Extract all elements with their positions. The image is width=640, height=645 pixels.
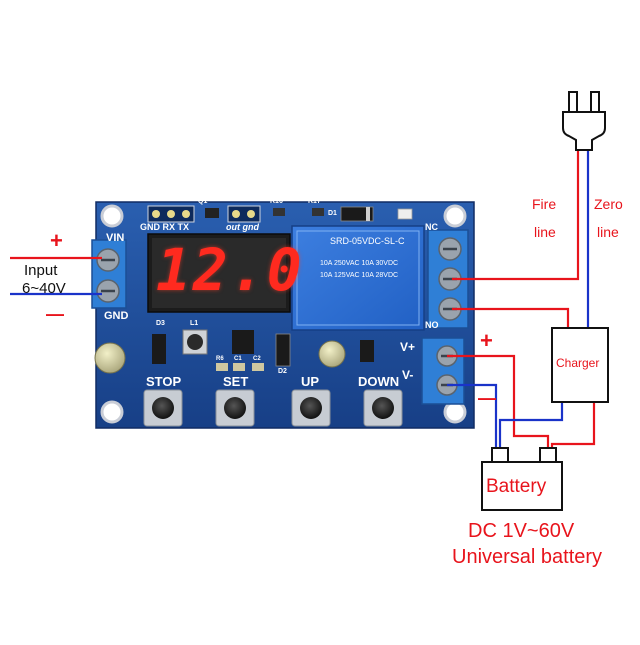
wires: [10, 150, 596, 448]
button-down-label: DOWN: [358, 374, 400, 389]
battery-icon: [481, 447, 563, 511]
relay: [291, 225, 425, 331]
c2-label: C2: [253, 356, 261, 362]
d3-label: D3: [156, 320, 165, 327]
vminus-to-battery-wire: [447, 383, 498, 448]
vminus-label: V-: [402, 368, 414, 382]
q1-label: Q1: [198, 198, 208, 205]
input-title: Input: [24, 262, 58, 279]
no-label: NO: [425, 320, 439, 330]
r17-label: R17: [308, 198, 321, 205]
header-label: GND RX TX: [140, 222, 190, 232]
smd-c2: [252, 363, 264, 371]
diode-d2: [275, 333, 291, 367]
zero-line-label-1: Zero: [594, 196, 623, 212]
charger-minus-wire: [498, 402, 564, 448]
serial-header: [147, 205, 261, 223]
relay-model: SRD-05VDC-SL-C: [330, 236, 405, 246]
c1-label: C1: [234, 356, 242, 362]
diode-d1: [340, 206, 374, 222]
mains-plug-icon: [562, 91, 606, 151]
input-plus-sign: +: [50, 228, 63, 253]
led: [397, 208, 413, 220]
vplus-label: V+: [400, 340, 416, 354]
relay-terminal-block: [427, 229, 469, 329]
diode-d3: [152, 334, 166, 364]
input-minus-sign: —: [46, 304, 64, 324]
charger-box: [551, 327, 609, 403]
relay-rating-1: 10A 250VAC 10A 30VDC: [320, 260, 399, 267]
vin-label: VIN: [106, 232, 125, 244]
d2-label: D2: [278, 368, 287, 375]
output-terminal-block: [421, 337, 465, 405]
display-value: 12.0: [156, 236, 304, 304]
battery-label: Battery: [486, 476, 547, 497]
buttons-row: [143, 389, 403, 427]
resistor-r17: [312, 208, 324, 216]
button-stop-label: STOP: [146, 374, 182, 389]
out-gnd-label: out gnd: [226, 222, 259, 232]
mounting-holes: [100, 204, 467, 424]
gnd-label: GND: [104, 310, 129, 322]
button-set-label: SET: [223, 374, 249, 389]
transistor: [360, 340, 374, 362]
l1-label: L1: [190, 320, 199, 327]
charger-label: Charger: [556, 356, 600, 370]
ic-chip: [232, 330, 254, 354]
button-up-label: UP: [301, 374, 320, 389]
fire-line-label-1: Fire: [532, 196, 557, 212]
capacitor-left: [94, 342, 126, 374]
nc-label: NC: [425, 222, 438, 232]
resistor-r16: [273, 208, 285, 216]
relay-rating-2: 10A 125VAC 10A 28VDC: [320, 272, 399, 279]
relay-to-charger-wire: [452, 307, 570, 328]
zero-line-label-2: line: [597, 224, 619, 240]
output-minus-sign: —: [478, 388, 496, 408]
r6-label: R6: [216, 356, 224, 362]
seven-segment-display: [147, 233, 291, 313]
smd-c1: [233, 363, 245, 371]
input-range: 6~40V: [22, 280, 66, 297]
input-terminal-block: [91, 239, 127, 309]
d1-label: D1: [328, 210, 337, 217]
capacitor-right: [318, 340, 346, 368]
output-plus-sign: +: [480, 328, 493, 353]
charger-plus-wire: [550, 402, 596, 448]
r16-label: R16: [270, 198, 283, 205]
battery-type: Universal battery: [452, 546, 603, 568]
battery-spec: DC 1V~60V: [468, 520, 575, 542]
smd-r6: [216, 363, 228, 371]
fire-line-wire: [452, 150, 580, 281]
transistor-q1: [205, 208, 219, 218]
fire-line-label-2: line: [534, 224, 556, 240]
vplus-to-battery-wire: [447, 354, 550, 448]
